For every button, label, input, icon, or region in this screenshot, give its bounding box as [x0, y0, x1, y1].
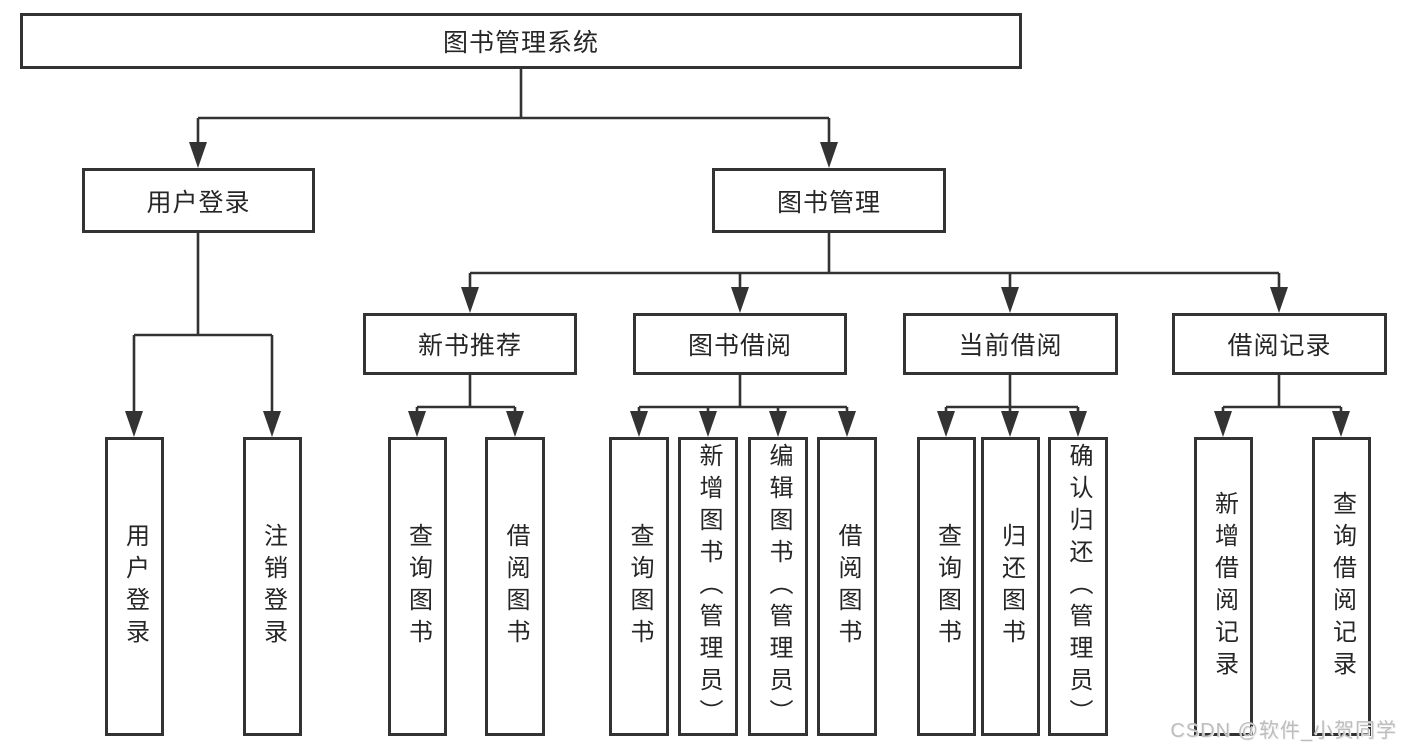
arrowhead	[1332, 411, 1350, 437]
node-book-management: 图书管理	[712, 168, 946, 233]
node-label: 注销登录	[259, 522, 287, 651]
node-label: 确认归还（管理员）	[1065, 442, 1092, 731]
arrowhead	[506, 411, 524, 437]
leaf-borrow-books: 借阅图书	[817, 437, 877, 736]
node-label: 用户登录	[121, 522, 149, 651]
leaf-edit-books-admin: 编辑图书（管理员）	[748, 437, 808, 736]
arrowhead	[769, 411, 787, 437]
leaf-query-borrow-record: 查询借阅记录	[1312, 437, 1371, 736]
arrowhead	[125, 411, 143, 437]
node-label: 查询图书	[404, 522, 432, 651]
leaf-borrow-books-recommend: 借阅图书	[485, 437, 545, 736]
arrowhead	[838, 411, 856, 437]
node-label: 编辑图书（管理员）	[765, 442, 792, 731]
arrowhead	[699, 411, 717, 437]
node-label: 用户登录	[146, 188, 251, 217]
leaf-query-books-borrowing: 查询图书	[609, 437, 669, 736]
arrowhead	[630, 411, 648, 437]
arrowhead	[461, 287, 479, 313]
arrowhead	[731, 287, 749, 313]
node-label: 图书管理系统	[442, 29, 599, 57]
arrowhead	[189, 142, 207, 168]
node-book-borrowing: 图书借阅	[633, 313, 847, 375]
leaf-add-borrow-record: 新增借阅记录	[1194, 437, 1253, 736]
node-label: 归还图书	[997, 522, 1025, 651]
node-new-book-recommendation: 新书推荐	[363, 313, 577, 375]
arrowhead	[408, 411, 426, 437]
arrowhead	[1214, 411, 1232, 437]
node-label: 当前借阅	[958, 332, 1063, 360]
node-label: 图书管理	[776, 188, 881, 217]
node-user-login: 用户登录	[82, 168, 315, 233]
arrowhead	[1001, 287, 1019, 313]
arrowhead	[1270, 287, 1288, 313]
csdn-watermark: CSDN @软件_小贺同学	[1170, 720, 1397, 742]
leaf-query-books-current: 查询图书	[917, 437, 976, 736]
node-label: 查询借阅记录	[1328, 490, 1356, 683]
node-label: 图书借阅	[687, 332, 792, 360]
node-label: 查询图书	[626, 522, 653, 651]
node-borrowing-records: 借阅记录	[1172, 313, 1387, 375]
arrowhead	[1001, 411, 1019, 437]
node-label: 借阅图书	[834, 522, 861, 651]
arrowhead	[263, 411, 281, 437]
leaf-user-login: 用户登录	[105, 437, 164, 736]
node-label: 新增图书（管理员）	[695, 442, 722, 731]
node-label: 新书推荐	[417, 332, 522, 360]
arrowhead	[1069, 411, 1087, 437]
node-label: 借阅记录	[1227, 332, 1332, 360]
node-label: 借阅图书	[502, 522, 529, 651]
node-label: 查询图书	[933, 522, 961, 651]
leaf-return-books: 归还图书	[981, 437, 1040, 736]
leaf-logout: 注销登录	[243, 437, 302, 736]
node-label: 新增借阅记录	[1210, 490, 1238, 683]
node-current-borrowing: 当前借阅	[903, 313, 1118, 375]
node-library-management-system: 图书管理系统	[20, 13, 1022, 69]
arrowhead	[820, 142, 838, 168]
leaf-query-books-recommend: 查询图书	[388, 437, 447, 736]
arrowhead	[937, 411, 955, 437]
leaf-confirm-return-admin: 确认归还（管理员）	[1048, 437, 1108, 736]
leaf-add-books-admin: 新增图书（管理员）	[678, 437, 738, 736]
